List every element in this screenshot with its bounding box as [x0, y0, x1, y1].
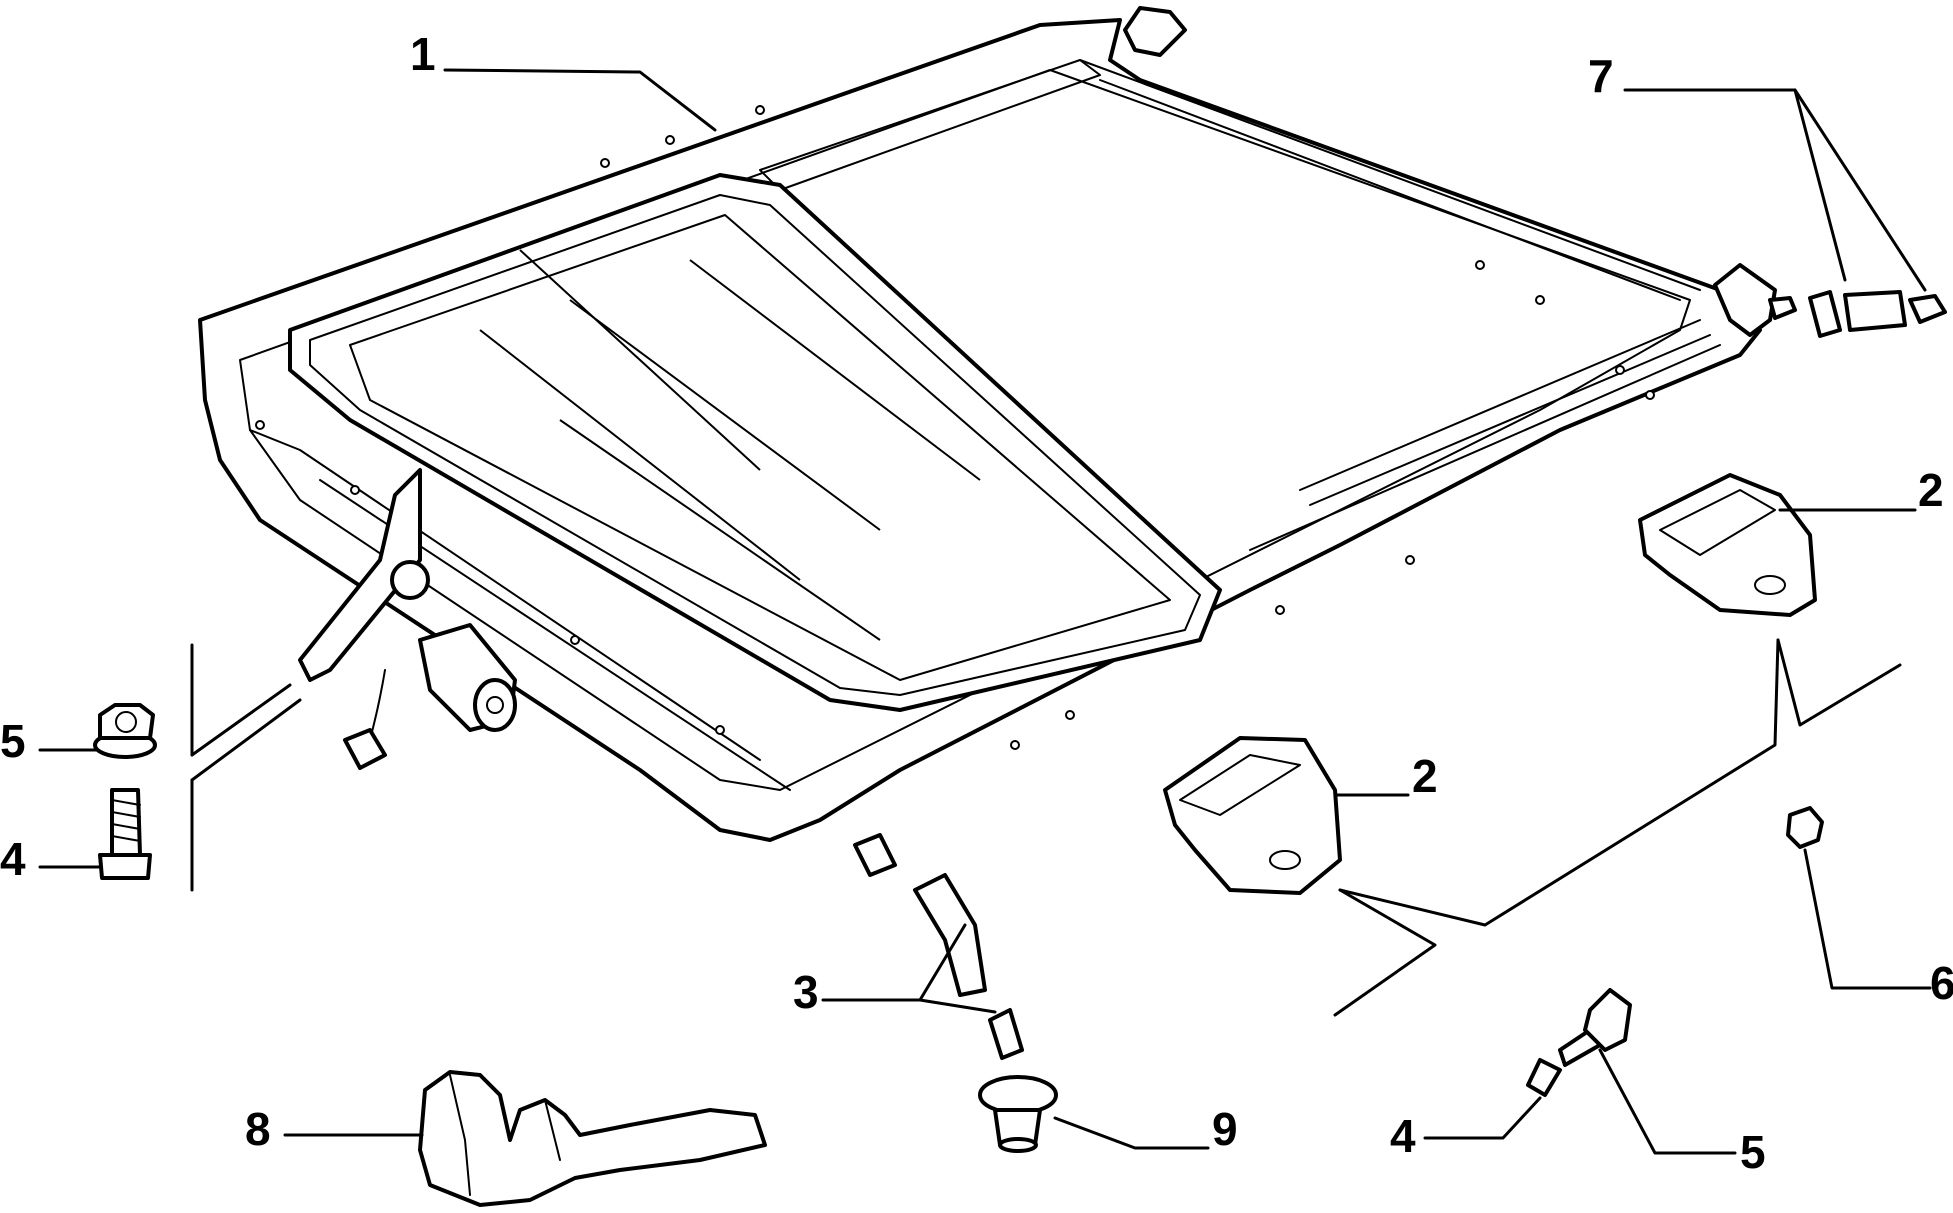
callout-4-right: 4	[1390, 1110, 1416, 1162]
callout-2-upper: 2	[1918, 464, 1944, 516]
callout-1: 1	[410, 28, 436, 80]
callout-6: 6	[1930, 957, 1953, 1009]
callout-labels: 1 7 2 2 5 4 3 6 8 9 4 5	[0, 28, 1953, 1178]
drain-hose	[853, 833, 1024, 1060]
mounting-bracket-lower	[1163, 736, 1342, 895]
callout-2-lower: 2	[1412, 750, 1438, 802]
clip-right	[1583, 988, 1632, 1052]
callout-3: 3	[793, 966, 819, 1018]
callout-7: 7	[1588, 50, 1614, 102]
callout-5-right: 5	[1740, 1126, 1766, 1178]
glass-panel	[288, 173, 1222, 712]
flange-nut-left	[93, 703, 157, 759]
hose-connector	[1808, 290, 1947, 338]
callout-8: 8	[245, 1103, 271, 1155]
rear-drain-fitting	[1123, 6, 1187, 57]
mounting-bracket-upper	[1638, 473, 1817, 617]
bolt-left	[98, 788, 152, 880]
callout-5-left: 5	[0, 715, 26, 767]
right-drain-fitting	[1713, 263, 1797, 337]
callout-4-left: 4	[0, 833, 26, 885]
grommet	[978, 1075, 1058, 1153]
channel-bracket	[418, 1070, 767, 1207]
motor-assembly	[298, 468, 517, 770]
nut-small	[1786, 806, 1824, 849]
leader-lines	[38, 68, 1932, 1155]
screw-right	[1526, 1028, 1602, 1097]
callout-9: 9	[1212, 1103, 1238, 1155]
